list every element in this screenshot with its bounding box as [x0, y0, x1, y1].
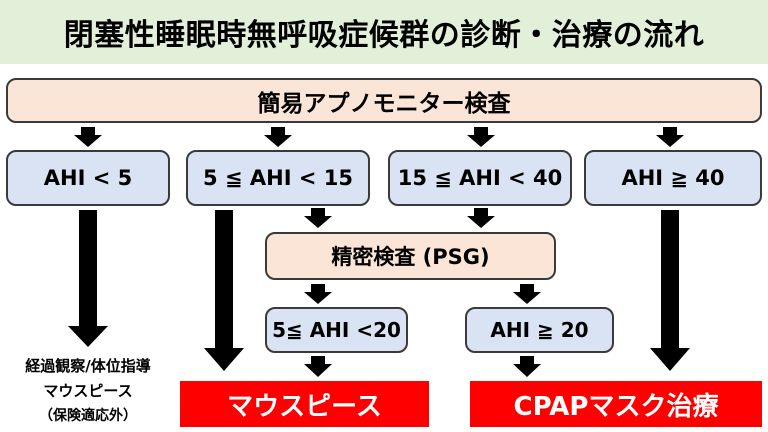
ahi-15-40-box: 15 ≦ AHI < 40 [388, 150, 572, 206]
psg-label: 精密検査 (PSG) [331, 245, 490, 269]
arrow-screening-to-ahi-5-15 [264, 127, 292, 147]
psg-box: 精密検査 (PSG) [265, 232, 556, 280]
ahi-lt5-box: AHI < 5 [6, 150, 170, 206]
ahi-ge20-label: AHI ≧ 20 [490, 318, 589, 342]
cpap-result: CPAPマスク治療 [470, 381, 762, 427]
observation-line2: マウスピース [43, 382, 133, 400]
arrow-ahi-lt5-to-observation [68, 210, 108, 347]
screening-box: 簡易アプノモニター検査 [6, 78, 762, 123]
screening-label: 簡易アプノモニター検査 [257, 90, 511, 117]
ahi-5-15-label: 5 ≦ AHI < 15 [203, 166, 353, 190]
arrow-ahi-5-20-to-mouthpiece [304, 356, 332, 377]
arrow-psg-to-ahi-5-20 [304, 284, 332, 304]
ahi-5-20-box: 5≦ AHI <20 [265, 307, 408, 353]
mouthpiece-result-label: マウスピース [227, 391, 382, 422]
arrow-ahi-5-15-to-mouthpiece [204, 210, 244, 371]
arrow-screening-to-ahi-ge40 [656, 127, 684, 147]
arrow-ahi-15-40-to-psg [467, 208, 495, 228]
ahi-5-15-box: 5 ≦ AHI < 15 [186, 150, 370, 206]
arrow-psg-to-ahi-ge20 [513, 284, 541, 304]
ahi-ge20-box: AHI ≧ 20 [465, 307, 614, 353]
ahi-lt5-label: AHI < 5 [43, 166, 133, 190]
page-title: 閉塞性睡眠時無呼吸症候群の診断・治療の流れ [63, 18, 705, 53]
title-bar: 閉塞性睡眠時無呼吸症候群の診断・治療の流れ [0, 0, 768, 64]
arrow-ahi-ge20-to-cpap [513, 356, 541, 377]
cpap-result-label: CPAPマスク治療 [513, 391, 719, 422]
ahi-5-20-label: 5≦ AHI <20 [272, 318, 401, 342]
ahi-ge40-label: AHI ≧ 40 [621, 166, 725, 190]
arrow-screening-to-ahi-lt5 [74, 127, 102, 147]
observation-line1: 経過観察/体位指導 [25, 357, 151, 375]
observation-line3: （保険適応外） [39, 408, 137, 424]
arrow-ahi-ge40-to-cpap [650, 210, 690, 371]
arrow-screening-to-ahi-15-40 [467, 127, 495, 147]
ahi-15-40-label: 15 ≦ AHI < 40 [397, 166, 563, 190]
mouthpiece-result: マウスピース [180, 381, 429, 427]
ahi-ge40-box: AHI ≧ 40 [584, 150, 762, 206]
arrow-ahi-5-15-to-psg [304, 208, 332, 228]
